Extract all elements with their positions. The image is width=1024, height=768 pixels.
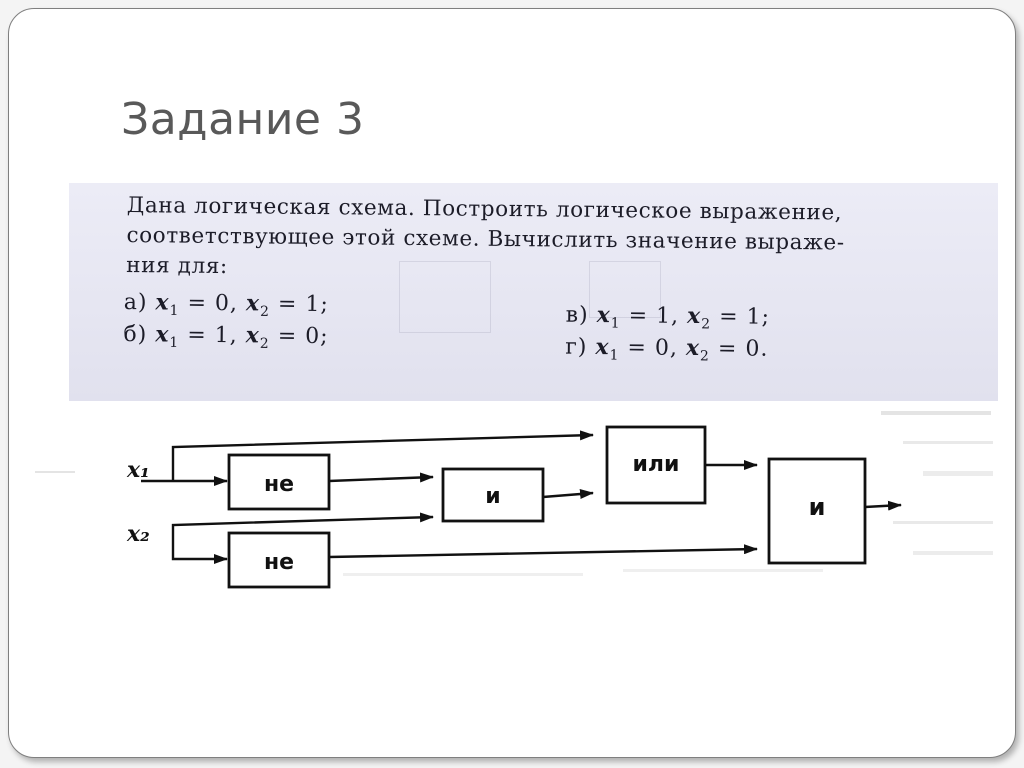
wire-and-or [542, 489, 594, 500]
wire-x2-not [171, 554, 228, 564]
gate-and-mid [441, 467, 545, 523]
scan-noise [35, 411, 993, 576]
gate-not-top [227, 453, 331, 511]
gate-not-bottom [227, 531, 331, 589]
variants-list: а) x1 = 0, x2 = 1; б) x1 = 1, x2 = 0; в)… [123, 283, 984, 372]
task-photo: Дана логическая схема. Построить логичес… [69, 183, 998, 401]
gate-label: не [264, 472, 294, 497]
gate-label: не [264, 550, 294, 575]
ghost-box [399, 261, 491, 333]
variant-g: г) x1 = 0, x2 = 0. [565, 333, 769, 365]
gate-and-out [767, 457, 867, 565]
gate-label: или [633, 452, 680, 477]
slide-title: Задание 3 [121, 94, 365, 145]
wire-x1-or [171, 430, 594, 481]
gate-or [605, 425, 707, 505]
wire-not-and [328, 472, 434, 483]
gate-label: и [485, 484, 500, 509]
wire-x2-and [171, 512, 434, 555]
variant-v: в) x1 = 1, x2 = 1; [565, 301, 771, 333]
gate-label: и [809, 493, 826, 521]
variant-a: а) x1 = 0, x2 = 1; [123, 289, 329, 320]
variant-b: б) x1 = 1, x2 = 0; [123, 321, 329, 352]
ghost-box [589, 261, 661, 318]
wire-not-andout [328, 544, 758, 559]
circuit-svg: не и или и не x₁ x₂ [35, 411, 993, 589]
task-statement: Дана логическая схема. Построить логичес… [126, 191, 967, 290]
wire-output [864, 500, 902, 511]
input-label-x2: x₂ [126, 521, 150, 547]
slide: Задание 3 Дана логическая схема. Построи… [8, 8, 1016, 758]
logic-circuit: не и или и не x₁ x₂ [23, 401, 1003, 601]
input-label-x1: x₁ [126, 457, 150, 483]
